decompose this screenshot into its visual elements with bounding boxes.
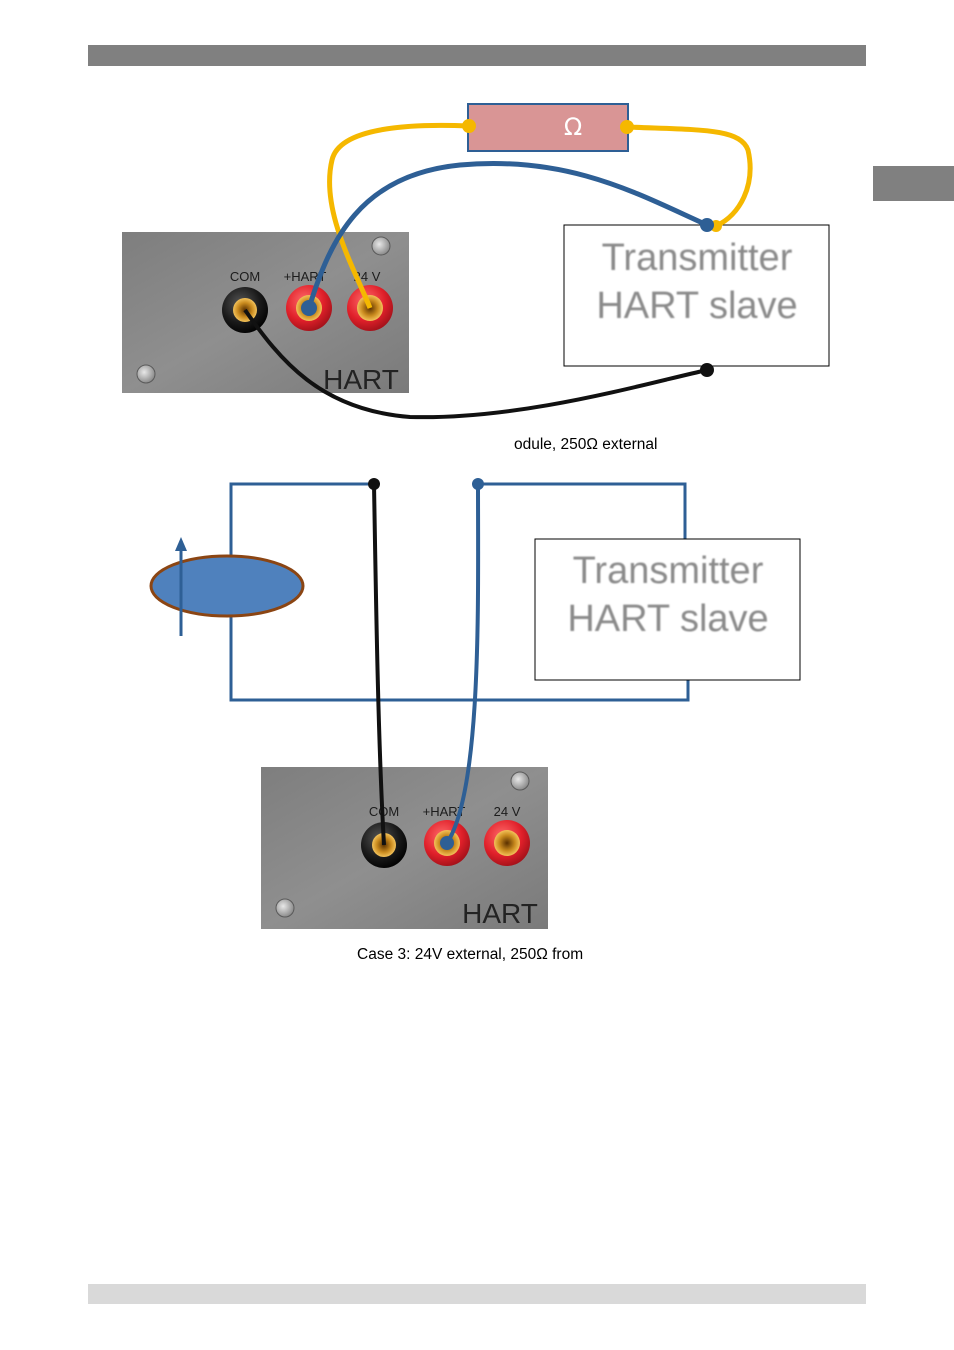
loop-wire-bottom: [229, 482, 690, 702]
blue-wire-end: [472, 478, 484, 490]
caption-diagram-2: Case 3: 24V external, 250Ω from: [357, 946, 584, 963]
screw-icon: [275, 898, 295, 918]
screw-icon: [371, 236, 391, 256]
yellow-wire-end: [620, 120, 634, 134]
com-label: COM: [230, 269, 260, 284]
transmitter-frame: [563, 224, 830, 367]
ohm-symbol: Ω: [564, 113, 582, 141]
hart-panel-text: HART: [323, 364, 399, 395]
black-wire: [243, 308, 708, 420]
transmitter-line1: Transmitter: [602, 237, 793, 279]
v24-label: 24 V: [494, 804, 521, 819]
blue-wire-end: [700, 218, 714, 232]
yellow-wire-end: [462, 119, 476, 133]
screw-icon: [136, 364, 156, 384]
chapter-tab: [873, 166, 954, 201]
black-wire-2: [372, 483, 386, 846]
source-ellipse: [149, 554, 305, 618]
footer-bar: [88, 1284, 866, 1304]
transmitter-line1: Transmitter: [573, 550, 764, 592]
transmitter-frame: [534, 538, 801, 681]
resistor-250-ohm: Ω: [467, 103, 629, 152]
hart-module-panel-1: COM +HART 24 V HART: [122, 232, 409, 395]
resistor-box: [467, 103, 629, 152]
voltage-source-24v: [149, 537, 305, 636]
yellow-wire-right: [626, 124, 753, 229]
hart-module-panel-2: COM +HART 24 V HART: [261, 767, 548, 929]
hart-plus-label: +HART: [423, 804, 466, 819]
transmitter-line2: HART slave: [596, 285, 797, 327]
hart-panel-text: HART: [462, 898, 538, 929]
black-wire-end: [700, 363, 714, 377]
transmitter-box-2: Transmitter HART slave: [534, 538, 801, 681]
arrow-up-icon: [175, 537, 187, 551]
transmitter-line2: HART slave: [567, 598, 768, 640]
transmitter-box-1: Transmitter HART slave: [563, 224, 830, 367]
blue-wire-2: [445, 483, 481, 845]
yellow-wire-left: [327, 122, 470, 309]
blue-wire: [306, 160, 709, 309]
v24-jack-hole: [494, 830, 520, 856]
screw-icon: [510, 771, 530, 791]
blue-wire-end: [301, 300, 317, 316]
header-bar: [88, 45, 866, 66]
blue-wire-end: [440, 836, 454, 850]
black-wire-end: [368, 478, 380, 490]
caption-diagram-1: odule, 250Ω external: [514, 436, 658, 453]
loop-wire-top: [478, 482, 687, 539]
